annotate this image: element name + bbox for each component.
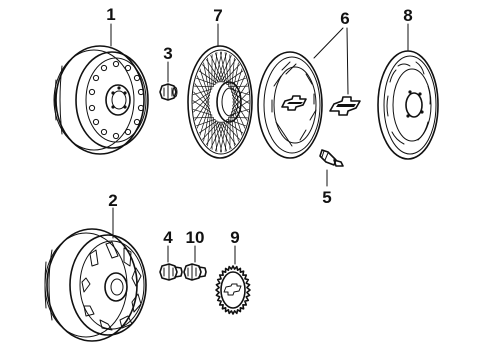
callout-5: 5 (322, 188, 331, 207)
spoke-line (219, 51, 228, 86)
callout-8: 8 (403, 6, 412, 25)
spoke-line (220, 121, 236, 145)
spoke-line (229, 109, 250, 116)
spoke-line (193, 94, 211, 113)
spoke-line (218, 121, 232, 149)
callout-4: 4 (163, 228, 173, 247)
spoke-line (199, 105, 210, 136)
callout-6: 6 (340, 9, 349, 28)
alloy-wheel-part-2[interactable] (44, 228, 147, 342)
callout-2: 2 (108, 191, 117, 210)
wire-wheel-cover-part-7[interactable] (187, 45, 253, 159)
spoke-line (224, 120, 244, 134)
center-cap-part-9[interactable] (215, 265, 251, 315)
spoke-line (232, 68, 243, 99)
callout-1: 1 (106, 5, 115, 24)
spoke-line (231, 62, 239, 96)
spoke-line (216, 120, 227, 152)
spoke-line (231, 94, 249, 113)
spoke-line (222, 121, 240, 140)
spoke-line (192, 88, 213, 95)
callout-10: 10 (186, 228, 205, 247)
spoke-line (192, 91, 211, 104)
spoke-line (196, 101, 210, 129)
callout-labels: 1 2 3 4 5 6 7 8 9 10 (106, 5, 412, 247)
lug-nut-part-10[interactable] (183, 263, 207, 281)
spoke-line (194, 98, 210, 121)
leader-lines (110, 23, 409, 265)
spoke-line (228, 116, 248, 119)
spoke-line (224, 52, 230, 88)
valve-stem-part-5[interactable] (319, 149, 344, 167)
wheel-cover-part-6[interactable] (257, 51, 323, 159)
spoke-line (207, 111, 211, 147)
spoke-line (215, 52, 226, 84)
spoke-line (206, 59, 222, 83)
spoke-line (196, 77, 216, 86)
lug-nut-part-3[interactable] (159, 83, 178, 101)
spoke-line (203, 108, 211, 142)
spoke-line (232, 98, 248, 121)
spoke-line (202, 64, 220, 83)
steel-wheel-part-1[interactable] (53, 45, 149, 155)
callout-7: 7 (213, 6, 222, 25)
spoke-line (214, 118, 223, 153)
bowtie-emblem-icon[interactable] (329, 96, 361, 116)
callout-9: 9 (230, 228, 239, 247)
spoke-line (226, 118, 246, 127)
spoke-line (198, 70, 218, 84)
spoke-line (231, 100, 250, 113)
spoke-line (231, 91, 249, 110)
callout-3: 3 (163, 44, 172, 63)
spoke-line (231, 57, 235, 93)
wheel-cover-part-8[interactable] (377, 50, 439, 160)
lug-nut-part-4[interactable] (159, 263, 183, 281)
spoke-line (194, 85, 214, 88)
spoke-line (210, 55, 224, 83)
spoke-line (212, 116, 218, 152)
